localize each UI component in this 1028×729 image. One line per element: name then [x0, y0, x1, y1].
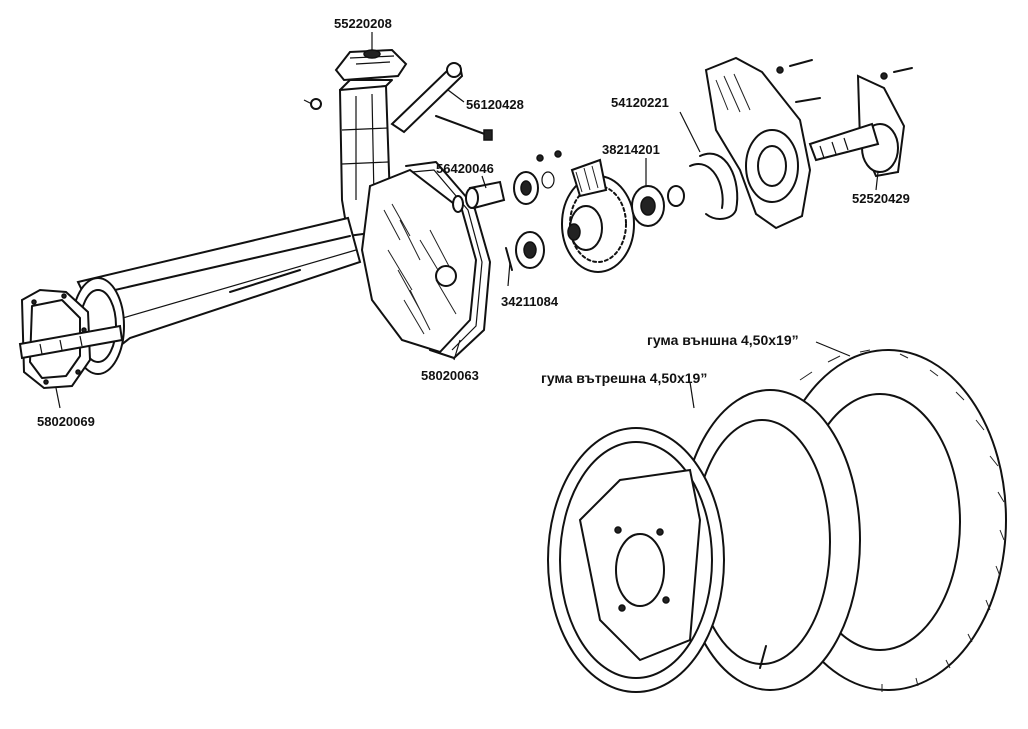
part-label-58020063: 58020063 — [421, 368, 479, 383]
housing-cap-part — [334, 48, 408, 82]
bearing-38214201-part — [631, 185, 685, 227]
part-label-52520429: 52520429 — [852, 191, 910, 206]
part-label-55220208: 55220208 — [334, 16, 392, 31]
brake-shoe-part — [689, 152, 739, 220]
hub-flange-part — [808, 67, 913, 178]
part-label-54120221: 54120221 — [611, 95, 669, 110]
bushing-part — [452, 180, 506, 213]
ring-gear-part — [561, 158, 635, 273]
wheel-rim-part — [547, 427, 767, 693]
part-label-56420046: 56420046 — [436, 161, 494, 176]
outer-tire-label: гума външна 4,50x19” — [647, 332, 799, 348]
part-label-34211084: 34211084 — [501, 294, 559, 309]
small-bearing-part — [513, 150, 562, 205]
part-label-38214201: 38214201 — [602, 142, 660, 157]
output-shaft-part — [18, 324, 124, 360]
leader-lines — [55, 32, 879, 409]
inner-tube-label: гума вътрешна 4,50x19” — [541, 370, 708, 386]
knuckle-housing-part — [704, 56, 821, 230]
gear-housing-part — [360, 168, 478, 354]
lower-bearing-part — [505, 231, 545, 271]
part-label-56120428: 56120428 — [466, 97, 524, 112]
lever-arm-part — [303, 62, 493, 141]
part-label-58020069: 58020069 — [37, 414, 95, 429]
